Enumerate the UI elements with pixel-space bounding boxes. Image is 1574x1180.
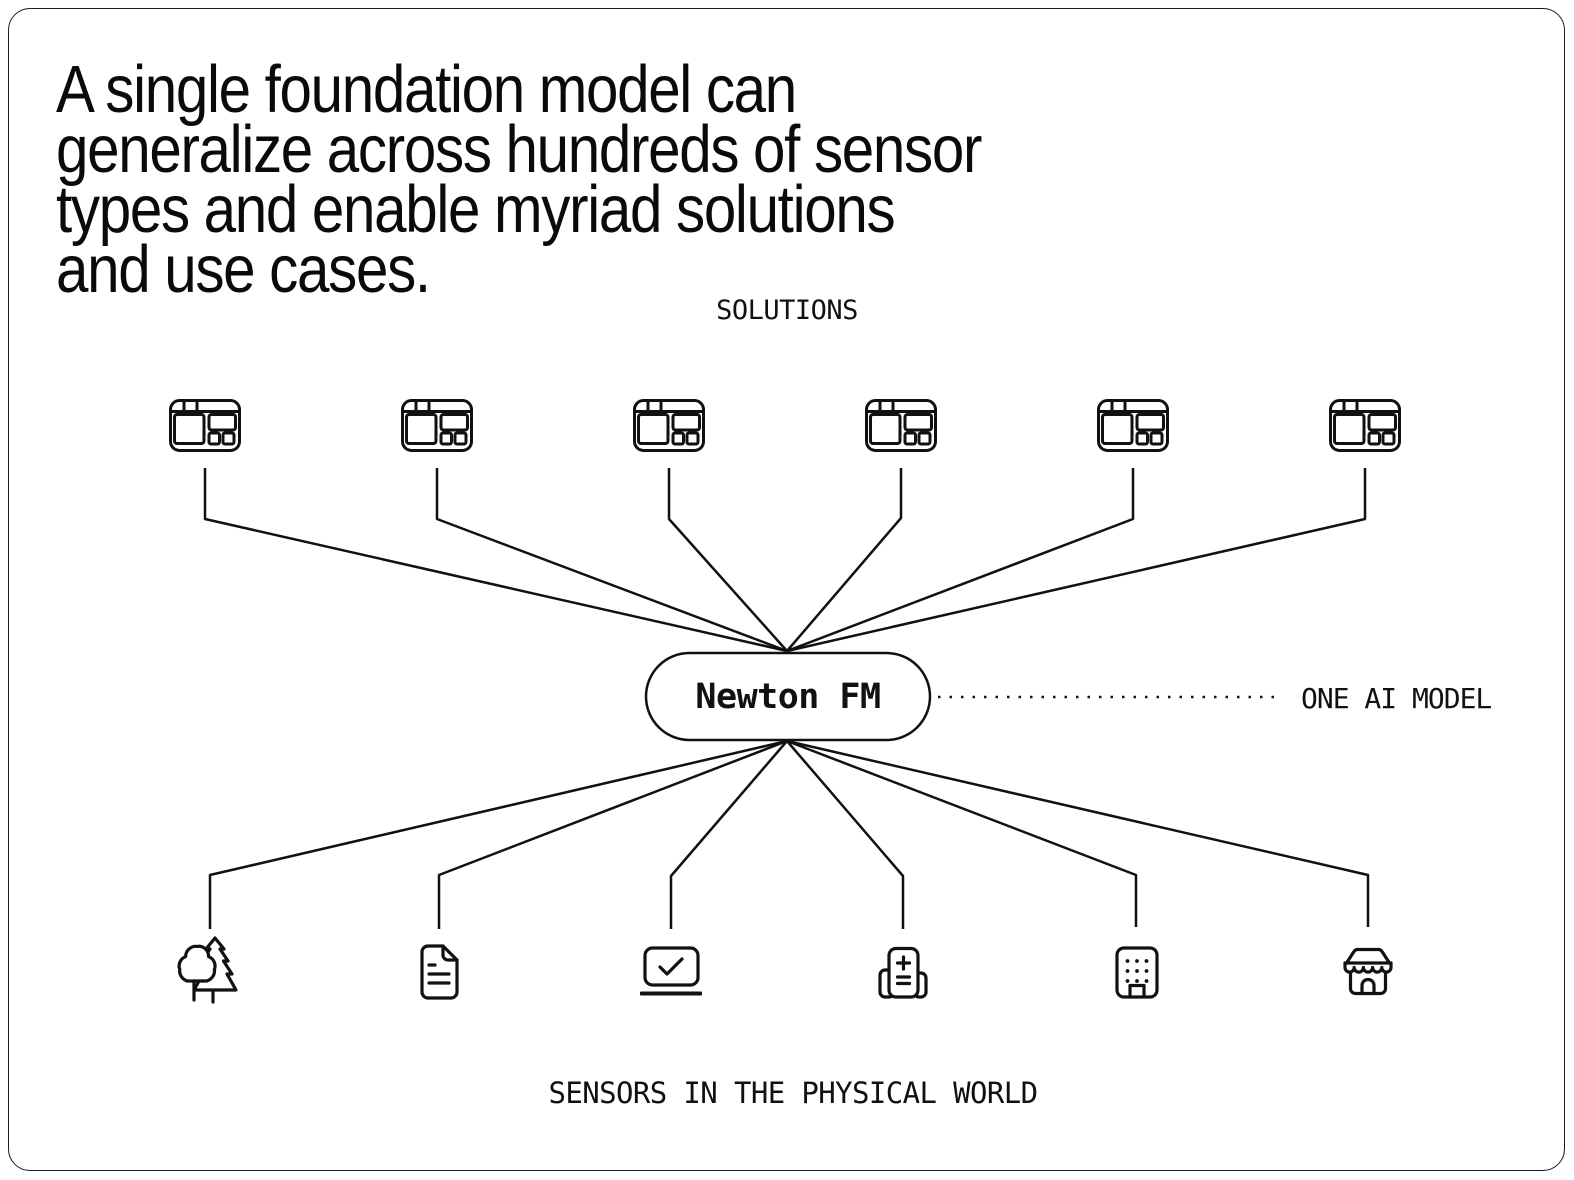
sensor-item — [177, 936, 243, 1006]
model-name: Newton FM — [695, 676, 881, 717]
solution-item — [401, 399, 473, 452]
storefront-icon — [1343, 947, 1393, 996]
solution-item — [865, 399, 937, 452]
browser-window-icon — [169, 399, 241, 452]
browser-window-icon — [1097, 399, 1169, 452]
document-icon — [420, 944, 459, 1000]
solution-item — [169, 399, 241, 452]
heading-line-1: A single foundation model can — [56, 52, 797, 127]
heading-line-2: generalize across hundreds of sensor — [56, 112, 982, 187]
sensor-item — [1342, 943, 1394, 997]
sensor-item — [878, 946, 928, 999]
browser-window-icon — [633, 399, 705, 452]
solution-item — [1097, 399, 1169, 452]
browser-window-icon — [865, 399, 937, 452]
heading-line-4: and use cases. — [56, 232, 431, 307]
sensors-label: SENSORS IN THE PHYSICAL WORLD — [548, 1076, 1039, 1110]
one-ai-model-label: ONE AI MODEL — [1301, 682, 1492, 715]
laptop-check-icon — [640, 946, 702, 996]
office-building-icon — [1115, 946, 1159, 999]
solution-item — [1329, 399, 1401, 452]
calculator-device-icon — [878, 946, 928, 999]
sensor-item — [417, 944, 461, 1000]
solution-item — [633, 399, 705, 452]
page-title: A single foundation model can generalize… — [56, 52, 1100, 307]
sensor-item — [1115, 946, 1159, 999]
heading-line-3: types and enable myriad solutions — [56, 172, 896, 247]
trees-icon — [177, 936, 238, 1004]
browser-window-icon — [1329, 399, 1401, 452]
browser-window-icon — [401, 399, 473, 452]
solutions-label: SOLUTIONS — [716, 295, 858, 326]
sensor-item — [640, 946, 702, 998]
